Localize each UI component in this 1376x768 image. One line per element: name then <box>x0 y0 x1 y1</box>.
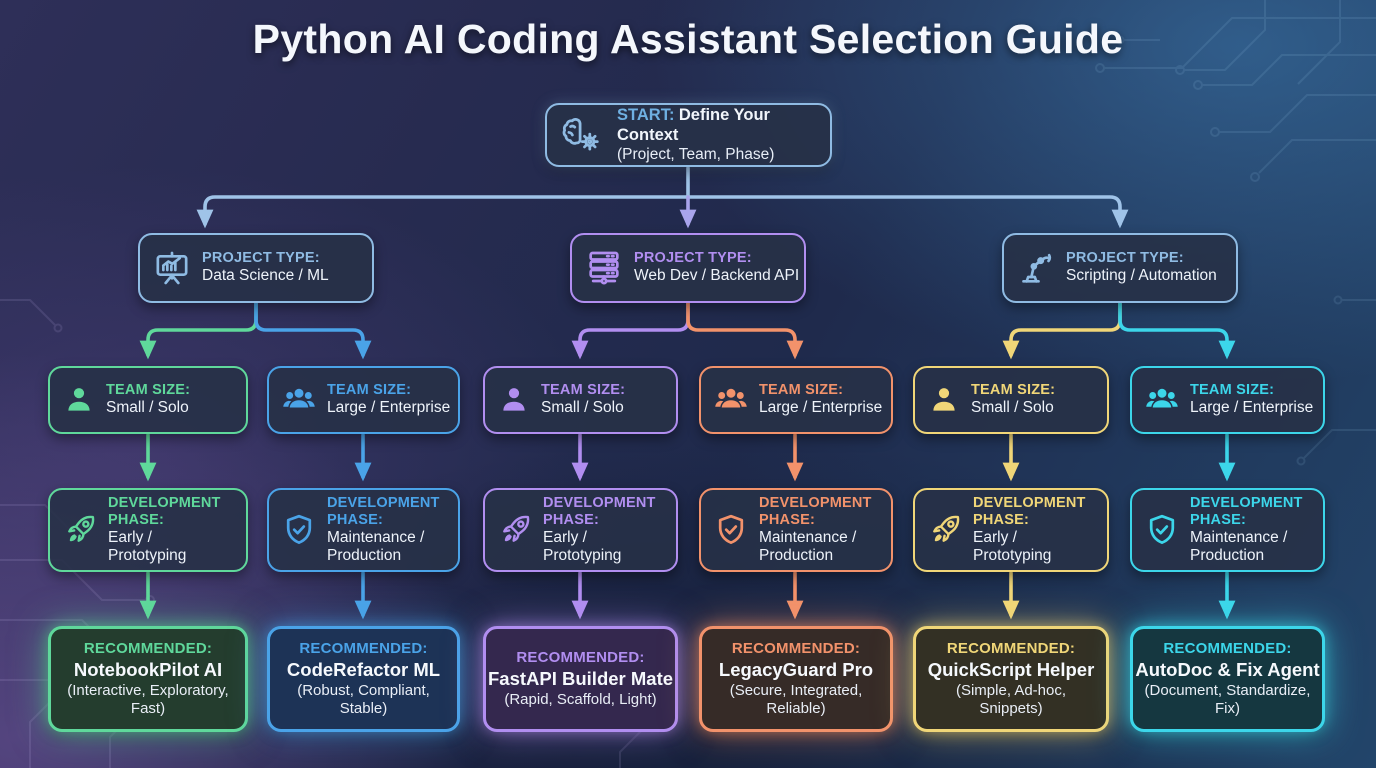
robot-arm-icon <box>1016 248 1056 288</box>
tool-name: AutoDoc & Fix Agent <box>1135 658 1320 680</box>
recommended-label: RECOMMENDED: <box>1163 639 1292 657</box>
dev-phase-label: DEVELOPMENT PHASE: <box>327 494 440 528</box>
team-size-value: Small / Solo <box>971 399 1054 417</box>
person-icon <box>497 383 531 417</box>
person-icon <box>927 383 961 417</box>
dev-phase-label: DEVELOPMENT PHASE: <box>973 494 1086 528</box>
team-size-node-4: TEAM SIZE: Large / Enterprise <box>699 366 893 434</box>
people-icon <box>713 382 749 418</box>
team-size-label: TEAM SIZE: <box>971 382 1056 399</box>
recommendation-node-2: RECOMMENDED: CodeRefactor ML (Robust, Co… <box>267 626 460 732</box>
rocket-icon <box>927 512 963 548</box>
tool-name: CodeRefactor ML <box>286 658 441 680</box>
tool-detail: (Secure, Integrated, Reliable) <box>729 682 863 718</box>
dev-phase-label: DEVELOPMENT PHASE: <box>1190 494 1303 528</box>
recommended-label: RECOMMENDED: <box>731 639 861 657</box>
team-size-value: Small / Solo <box>541 399 624 417</box>
tool-detail: (Simple, Ad-hoc, Snippets) <box>955 682 1067 718</box>
shield-check-icon <box>1144 512 1180 548</box>
team-size-value: Large / Enterprise <box>1190 399 1314 417</box>
project-type-label: PROJECT TYPE: <box>1066 250 1184 267</box>
project-type-label: PROJECT TYPE: <box>634 250 752 267</box>
tool-name: FastAPI Builder Mate <box>487 667 674 689</box>
tool-name: QuickScript Helper <box>927 658 1095 680</box>
presentation-chart-icon <box>152 248 192 288</box>
team-size-node-5: TEAM SIZE: Small / Solo <box>913 366 1109 434</box>
dev-phase-node-1: DEVELOPMENT PHASE: Early / Prototyping <box>48 488 248 572</box>
project-type-value: Web Dev / Backend API <box>634 267 800 285</box>
recommendation-node-3: RECOMMENDED: FastAPI Builder Mate (Rapid… <box>483 626 678 732</box>
team-size-label: TEAM SIZE: <box>1190 382 1275 399</box>
tool-name: LegacyGuard Pro <box>718 658 874 680</box>
team-size-node-3: TEAM SIZE: Small / Solo <box>483 366 678 434</box>
team-size-label: TEAM SIZE: <box>106 382 191 399</box>
dev-phase-value: Maintenance / Production <box>327 528 425 565</box>
dev-phase-label: DEVELOPMENT PHASE: <box>759 494 872 528</box>
brain-gear-icon <box>559 113 603 157</box>
recommendation-node-1: RECOMMENDED: NotebookPilot AI (Interacti… <box>48 626 248 732</box>
people-icon <box>1144 382 1180 418</box>
dev-phase-label: DEVELOPMENT PHASE: <box>543 494 656 528</box>
start-subtitle: (Project, Team, Phase) <box>617 145 775 163</box>
server-stack-icon <box>584 248 624 288</box>
shield-check-icon <box>281 512 317 548</box>
recommended-label: RECOMMENDED: <box>516 648 645 666</box>
dev-phase-value: Early / Prototyping <box>108 528 187 565</box>
team-size-value: Large / Enterprise <box>327 399 451 417</box>
dev-phase-node-6: DEVELOPMENT PHASE: Maintenance / Product… <box>1130 488 1325 572</box>
recommendation-node-6: RECOMMENDED: AutoDoc & Fix Agent (Docume… <box>1130 626 1325 732</box>
team-size-value: Large / Enterprise <box>759 399 883 417</box>
dev-phase-node-5: DEVELOPMENT PHASE: Early / Prototyping <box>913 488 1109 572</box>
dev-phase-node-3: DEVELOPMENT PHASE: Early / Prototyping <box>483 488 678 572</box>
team-size-node-2: TEAM SIZE: Large / Enterprise <box>267 366 460 434</box>
person-icon <box>62 383 96 417</box>
rocket-icon <box>62 512 98 548</box>
dev-phase-value: Early / Prototyping <box>543 528 622 565</box>
team-size-label: TEAM SIZE: <box>541 382 626 399</box>
recommended-label: RECOMMENDED: <box>299 639 428 657</box>
recommended-label: RECOMMENDED: <box>946 639 1076 657</box>
team-size-node-1: TEAM SIZE: Small / Solo <box>48 366 248 434</box>
dev-phase-node-2: DEVELOPMENT PHASE: Maintenance / Product… <box>267 488 460 572</box>
team-size-label: TEAM SIZE: <box>759 382 844 399</box>
dev-phase-value: Maintenance / Production <box>759 528 857 565</box>
dev-phase-value: Early / Prototyping <box>973 528 1052 565</box>
tool-detail: (Robust, Compliant, Stable) <box>297 682 430 718</box>
tool-detail: (Interactive, Exploratory, Fast) <box>67 682 229 718</box>
recommendation-node-5: RECOMMENDED: QuickScript Helper (Simple,… <box>913 626 1109 732</box>
project-type-label: PROJECT TYPE: <box>202 250 320 267</box>
page-title: Python AI Coding Assistant Selection Gui… <box>252 16 1124 62</box>
team-size-value: Small / Solo <box>106 399 189 417</box>
tool-detail: (Document, Standardize, Fix) <box>1144 682 1311 718</box>
dev-phase-label: DEVELOPMENT PHASE: <box>108 494 221 528</box>
project-type-node-web-dev: PROJECT TYPE: Web Dev / Backend API <box>570 233 806 303</box>
shield-check-icon <box>713 512 749 548</box>
dev-phase-value: Maintenance / Production <box>1190 528 1288 565</box>
project-type-value: Data Science / ML <box>202 267 329 285</box>
start-title: Define Your Context <box>617 105 770 144</box>
team-size-label: TEAM SIZE: <box>327 382 412 399</box>
start-node: START: Define Your Context (Project, Tea… <box>545 103 832 167</box>
project-type-node-scripting: PROJECT TYPE: Scripting / Automation <box>1002 233 1238 303</box>
project-type-node-data-science: PROJECT TYPE: Data Science / ML <box>138 233 374 303</box>
tool-detail: (Rapid, Scaffold, Light) <box>504 691 657 709</box>
rocket-icon <box>497 512 533 548</box>
tool-name: NotebookPilot AI <box>73 658 223 680</box>
team-size-node-6: TEAM SIZE: Large / Enterprise <box>1130 366 1325 434</box>
project-type-value: Scripting / Automation <box>1066 267 1217 285</box>
recommendation-node-4: RECOMMENDED: LegacyGuard Pro (Secure, In… <box>699 626 893 732</box>
recommended-label: RECOMMENDED: <box>83 639 213 657</box>
start-label: START: <box>617 105 675 124</box>
dev-phase-node-4: DEVELOPMENT PHASE: Maintenance / Product… <box>699 488 893 572</box>
people-icon <box>281 382 317 418</box>
